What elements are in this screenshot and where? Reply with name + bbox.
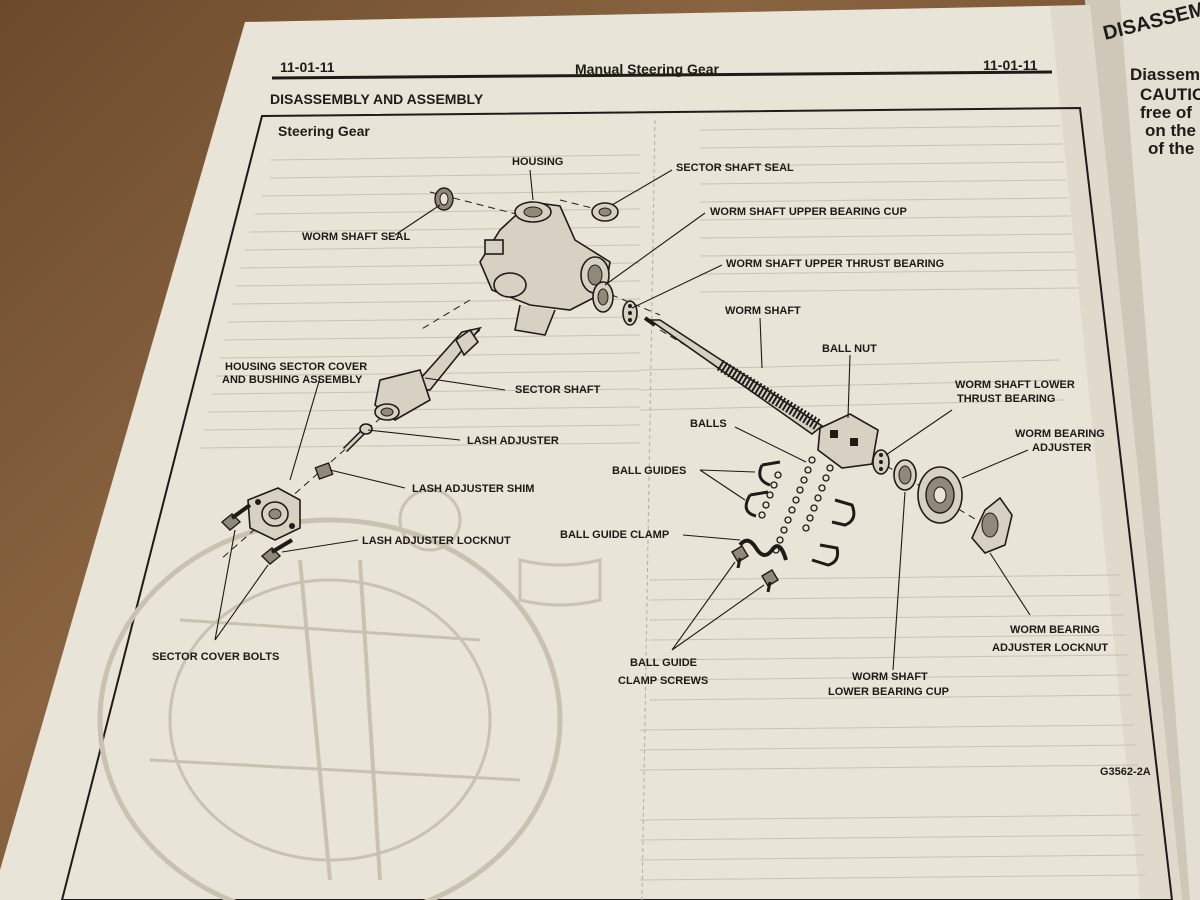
leader-lines [214,169,1031,671]
bleed-through [97,125,1147,900]
sector-shaft-part [374,326,483,421]
label-lower-bearing-cup-1: WORM SHAFT [852,671,928,683]
label-sector-shaft: SECTOR SHAFT [515,384,601,396]
header-left-code: 11-01-11 [280,59,335,75]
label-worm-bearing-adjuster-2: ADJUSTER [1032,442,1091,454]
label-sector-shaft-seal: SECTOR SHAFT SEAL [676,162,794,174]
lower-bearing-parts [872,449,917,491]
lash-adjuster-shim-part [314,462,334,480]
ball-guide-clamp-screws-part [731,545,779,593]
label-lower-bearing-cup-2: LOWER BEARING CUP [828,686,949,698]
label-adjuster-locknut-2: ADJUSTER LOCKNUT [992,642,1108,654]
main-page [0,5,1182,900]
label-lash-adjuster-shim: LASH ADJUSTER SHIM [412,483,534,495]
label-worm-shaft: WORM SHAFT [725,305,801,317]
callout-labels: HOUSING SECTOR SHAFT SEAL WORM SHAFT UPP… [152,156,1108,698]
ball-nut-part [817,413,879,469]
label-worm-shaft-seal: WORM SHAFT SEAL [302,231,410,243]
sector-cover-bolts-part [220,503,294,565]
label-ball-guide-clamp-screws-2: CLAMP SCREWS [618,675,708,687]
right-page-caution-2: free of [1140,103,1192,122]
housing-part [479,201,611,336]
right-page-caution-4: of the [1148,139,1194,158]
label-ball-guide-clamp-screws-1: BALL GUIDE [630,657,697,669]
header-title: Manual Steering Gear [575,61,719,77]
label-sector-cover-bolts: SECTOR COVER BOLTS [152,651,279,663]
right-page-caution-3: on the [1145,121,1196,140]
steering-gear-exploded-view [219,187,1013,593]
label-ball-guide-clamp: BALL GUIDE CLAMP [560,529,669,541]
ball-guides-part [744,460,856,567]
worm-bearing-adjuster-locknut-part [971,496,1013,554]
label-lash-adjuster: LASH ADJUSTER [467,435,559,447]
label-lower-thrust-bearing-2: THRUST BEARING [957,393,1055,405]
label-housing: HOUSING [512,156,563,168]
sector-cover-part [247,487,301,541]
lash-adjuster-part [342,423,373,453]
label-balls: BALLS [690,418,727,430]
label-worm-shaft-upper-bearing-cup: WORM SHAFT UPPER BEARING CUP [710,206,907,218]
label-housing-sector-cover-2: AND BUSHING ASSEMBLY [222,374,363,386]
figure-box [60,106,1174,900]
label-lower-thrust-bearing-1: WORM SHAFT LOWER [955,379,1075,391]
right-page-caution-1: CAUTIO [1140,85,1200,104]
label-housing-sector-cover-1: HOUSING SECTOR COVER [225,361,367,373]
label-ball-guides: BALL GUIDES [612,465,686,477]
worm-shaft-part [643,316,824,435]
worm-bearing-adjuster-part [917,466,963,524]
box-title: Steering Gear [278,123,370,139]
label-worm-shaft-upper-thrust-bearing: WORM SHAFT UPPER THRUST BEARING [726,258,944,270]
section-title: DISASSEMBLY AND ASSEMBLY [270,91,484,107]
sector-shaft-seal-part [591,202,619,222]
label-worm-bearing-adjuster-1: WORM BEARING [1015,428,1105,440]
header-right-code: 11-01-11 [983,57,1038,73]
right-page-heading: Diassem [1130,65,1200,84]
label-ball-nut: BALL NUT [822,343,877,355]
worm-shaft-seal-part [434,187,454,211]
label-adjuster-locknut-1: WORM BEARING [1010,624,1100,636]
figure-code: G3562-2A [1100,766,1151,778]
ball-guide-clamp-part [738,538,788,561]
balls-part [758,456,834,554]
label-lash-adjuster-locknut: LASH ADJUSTER LOCKNUT [362,535,511,547]
